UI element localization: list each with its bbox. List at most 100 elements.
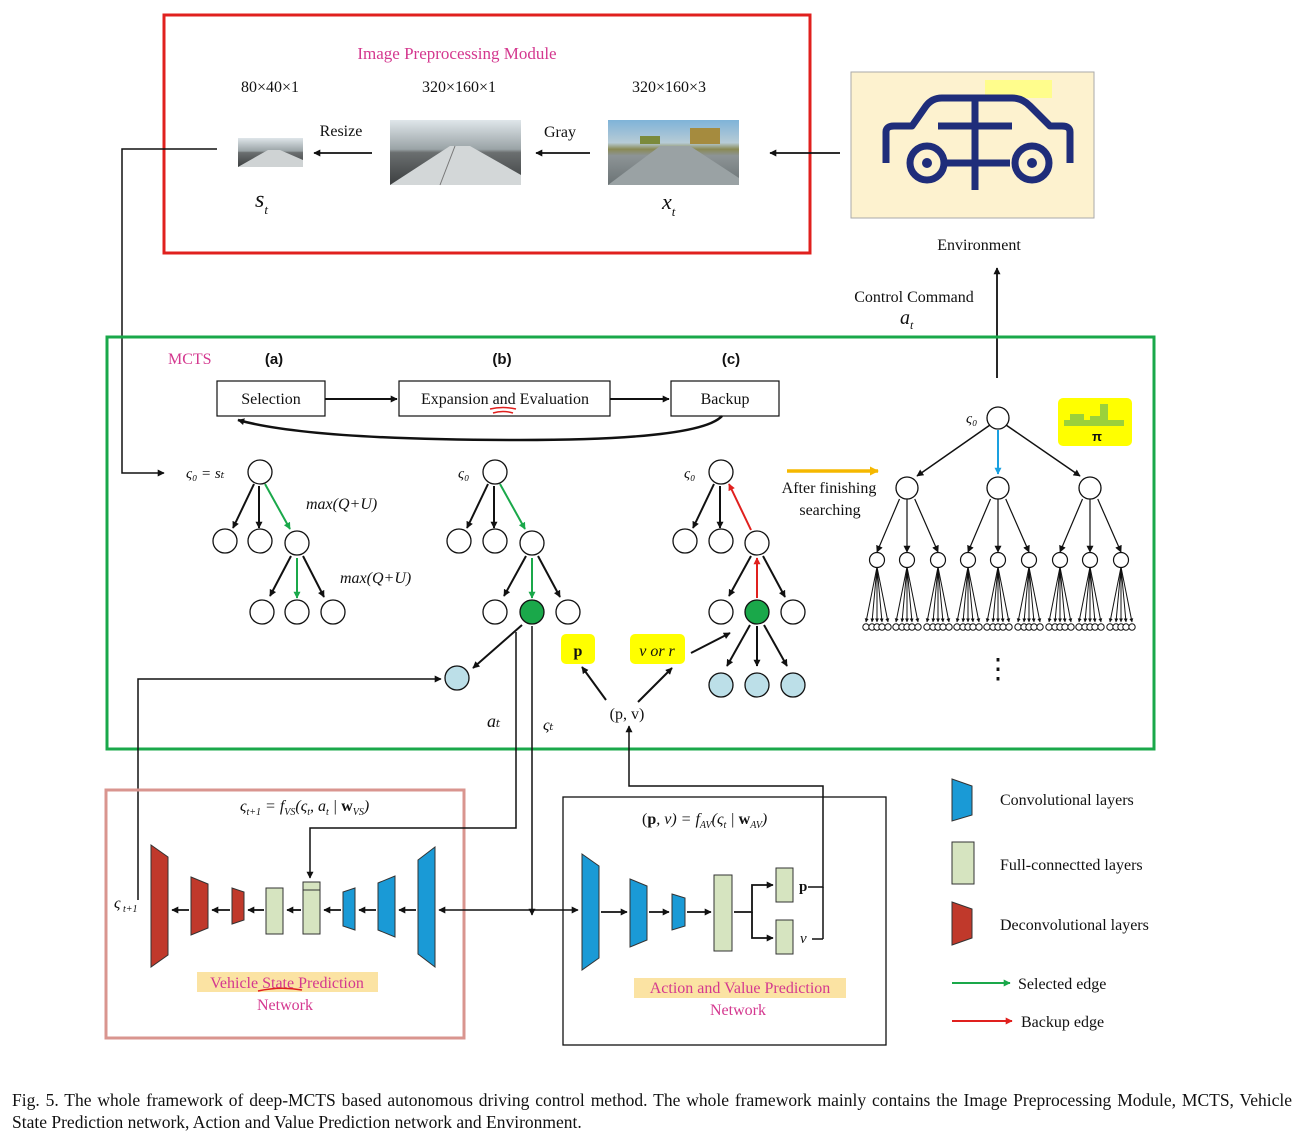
backup-loop-arrow — [237, 415, 723, 442]
control-action-label: at — [900, 307, 914, 332]
conv-layer — [417, 845, 436, 969]
tree-node — [320, 599, 346, 625]
input-label: xt — [661, 189, 676, 219]
tree-node — [989, 551, 1007, 569]
step-a-label: (a) — [265, 351, 283, 368]
dim-small-label: 80×40×1 — [241, 79, 299, 96]
pi-label: π — [1092, 429, 1102, 444]
tree-node — [212, 528, 238, 554]
tree-node — [482, 459, 508, 485]
car-icon — [882, 94, 1074, 190]
tree-node — [247, 459, 273, 485]
environment-label: Environment — [937, 237, 1021, 254]
expansion-label: Expansion and Evaluation — [421, 391, 589, 408]
grayscale-image — [390, 120, 521, 186]
leaf-node — [1061, 623, 1069, 631]
tree-node — [929, 551, 947, 569]
tree-expansion: ς₀ — [444, 459, 581, 691]
avp-p-output: p — [799, 879, 807, 895]
vsp-name-line1: Vehicle State Prediction — [210, 975, 364, 992]
tree-node — [780, 599, 806, 625]
tree-node — [708, 528, 734, 554]
final-search-tree: ς₀ ⋮ — [862, 406, 1136, 685]
p-label: p — [574, 643, 583, 660]
leaf-node — [892, 623, 900, 631]
leaf-node — [983, 623, 991, 631]
tree-node — [672, 528, 698, 554]
root-state-c-label: ς₀ — [684, 466, 695, 482]
leaf-node — [908, 623, 916, 631]
expanded-node — [744, 599, 770, 625]
predicted-node — [744, 672, 770, 698]
leaf-node — [969, 623, 977, 631]
tree-node — [482, 528, 508, 554]
deconv-layer — [190, 876, 209, 936]
tree-node — [247, 528, 273, 554]
expansion-box — [398, 380, 611, 417]
tree-node — [284, 599, 310, 625]
tree-node — [519, 530, 545, 556]
leaf-node — [1106, 623, 1114, 631]
tree-node — [446, 528, 472, 554]
pv-to-v-arrow — [637, 667, 673, 703]
vsp-border — [104, 788, 466, 1040]
fc-layer — [775, 867, 794, 903]
final-tree-subtrees — [862, 498, 1136, 631]
leaf-node — [945, 623, 953, 631]
max-qu-label-1: max(Q+U) — [306, 496, 377, 513]
legend-deconv-label: Deconvolutional layers — [1000, 917, 1149, 934]
leaf-node — [975, 623, 983, 631]
avp-v-output: v — [800, 931, 807, 947]
legend-conv-swatch — [951, 778, 973, 822]
vehicle-state-prediction-network: ςt+1 = fVS(ςt, at | wVS) ς t+1 Vehicle S… — [104, 788, 466, 1040]
backup-box — [670, 380, 780, 417]
policy-chart: π — [1058, 398, 1132, 446]
tree-node — [895, 476, 919, 500]
deconv-layer — [150, 844, 169, 968]
max-qu-label-2: max(Q+U) — [340, 570, 411, 587]
dim-rgb-label: 320×160×3 — [632, 79, 706, 96]
s-t-label: ςₜ — [543, 717, 553, 734]
deconv-layer — [231, 887, 245, 925]
fc-layer — [775, 919, 794, 955]
avp-name-highlight — [634, 978, 846, 998]
tree-selection: ς₀ = sₜ max(Q+U) max(Q+U) — [186, 459, 411, 625]
leaf-node — [1097, 623, 1105, 631]
root-state-b-label: ς₀ — [458, 466, 469, 482]
tree-node — [1078, 476, 1102, 500]
tree-node — [555, 599, 581, 625]
leaf-node — [1122, 623, 1130, 631]
final-root-label: ς₀ — [966, 411, 977, 427]
vsp-name-highlight — [197, 972, 378, 992]
leaf-node — [1005, 623, 1013, 631]
image-preprocessing-module: Image Preprocessing Module 80×40×1 320×1… — [162, 13, 812, 255]
leaf-node — [999, 623, 1007, 631]
leaf-node — [953, 623, 961, 631]
p-highlight — [561, 634, 595, 664]
resize-label: Resize — [320, 123, 363, 140]
conv-layer — [671, 893, 686, 931]
tree-ellipsis: ⋮ — [984, 654, 1012, 685]
tree-node — [1020, 551, 1038, 569]
leaf-node — [1014, 623, 1022, 631]
leaf-node — [923, 623, 931, 631]
framework-diagram: Image Preprocessing Module 80×40×1 320×1… — [104, 13, 1156, 1046]
step-c-label: (c) — [722, 351, 740, 368]
leaf-node — [862, 623, 870, 631]
predicted-node — [780, 672, 806, 698]
tree-node — [986, 406, 1010, 430]
vsp-name-line2: Network — [257, 997, 313, 1014]
fc-layer — [265, 887, 284, 935]
tree-node — [1081, 551, 1099, 569]
leaf-node — [939, 623, 947, 631]
legend-backup-label: Backup edge — [1021, 1014, 1104, 1031]
v-or-r-highlight — [630, 634, 685, 664]
avp-border — [562, 796, 887, 1046]
after-finishing-label: After finishing — [782, 480, 877, 497]
leaf-node — [1091, 623, 1099, 631]
conv-layer — [581, 853, 600, 971]
selection-label: Selection — [241, 391, 301, 408]
figure-caption: Fig. 5. The whole framework of deep-MCTS… — [12, 1090, 1292, 1132]
ink-mark — [257, 987, 303, 992]
mcts-border — [105, 335, 1156, 751]
